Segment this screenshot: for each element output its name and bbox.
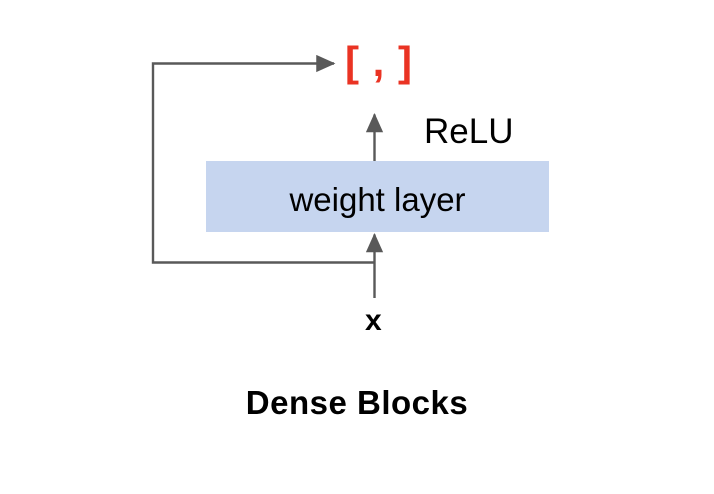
edge-skip-connection xyxy=(151,54,375,264)
relu-label: ReLU xyxy=(424,112,514,151)
input-label: x xyxy=(365,304,382,337)
weight-layer-block: weight layer xyxy=(206,161,549,232)
figure-caption: Dense Blocks xyxy=(245,384,469,421)
concat-bracket-label: [ , ] xyxy=(345,38,413,85)
weight-layer-label: weight layer xyxy=(289,180,466,218)
